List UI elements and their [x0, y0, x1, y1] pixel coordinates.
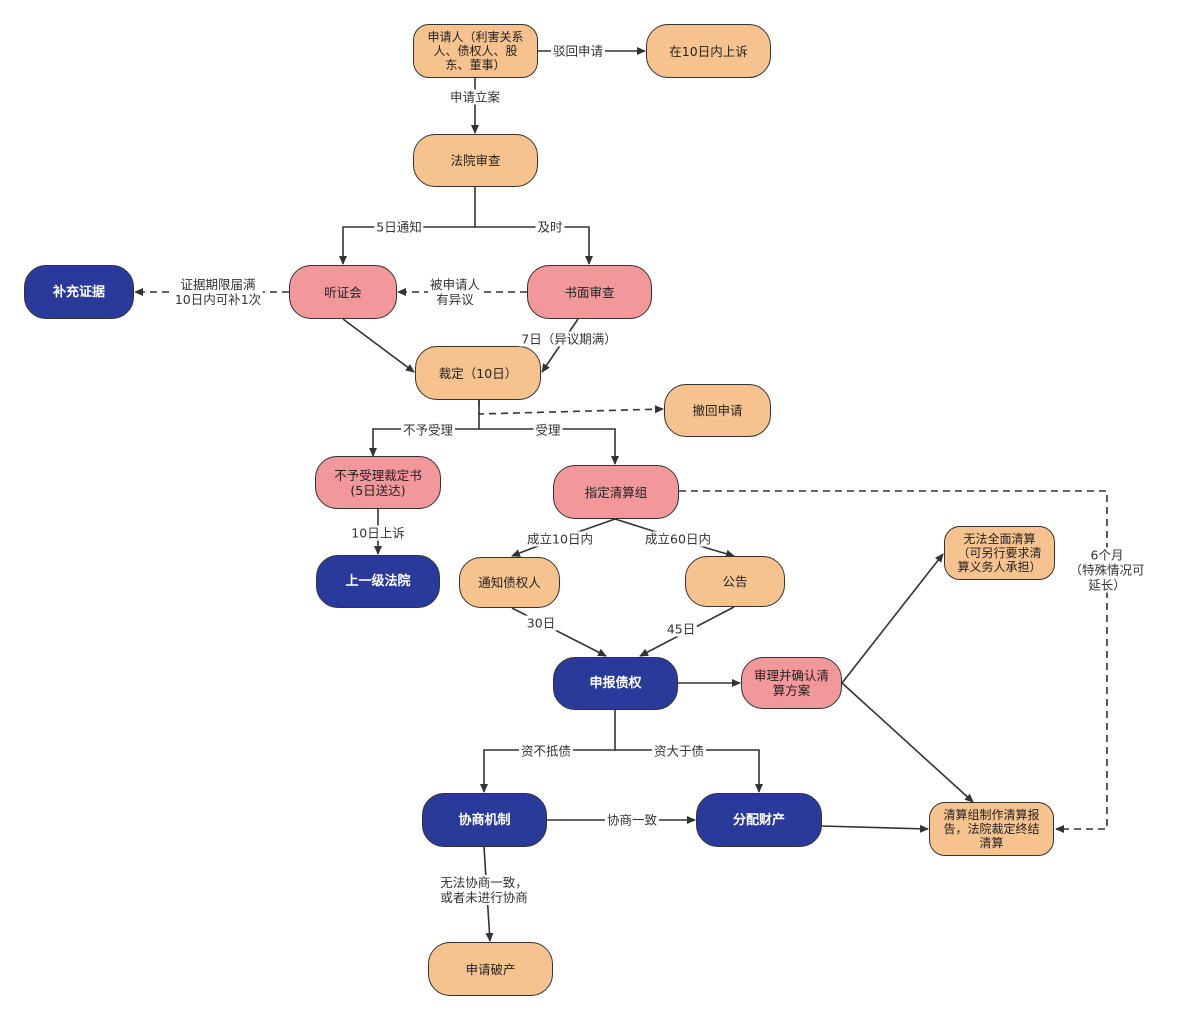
node-appeal-10-days: 在10日内上诉 — [646, 24, 771, 78]
label-within-60: 成立60日内 — [643, 531, 713, 547]
label-objection: 被申请人 有异议 — [427, 277, 483, 307]
label-not-accept: 不予受理 — [400, 422, 456, 438]
node-ruling: 裁定（10日） — [415, 346, 541, 400]
edge-distribute-final — [821, 824, 929, 833]
label-days-30: 30日 — [524, 615, 558, 631]
edge-review-cannot — [841, 553, 944, 684]
node-cannot-liquidate: 无法全面清算 （可另行要求清 算义务人承担） — [944, 526, 1055, 580]
node-declare-claims: 申报债权 — [553, 657, 678, 710]
node-supplement-evidence: 补充证据 — [24, 265, 134, 319]
node-review-plan: 审理并确认清 算方案 — [741, 657, 842, 709]
edge-within-10 — [511, 518, 616, 557]
label-days-45: 45日 — [664, 621, 698, 637]
label-evidence-deadline: 证据期限届满 10日内可补1次 — [172, 277, 264, 307]
node-higher-court: 上一级法院 — [316, 555, 440, 608]
label-solvent: 资大于债 — [651, 743, 707, 759]
node-withdraw: 撤回申请 — [664, 384, 771, 437]
node-final-report: 清算组制作清算报 告，法院裁定终结 清算 — [929, 802, 1054, 856]
label-seven-days: 7日（异议期满） — [519, 331, 619, 347]
label-no-agreement: 无法协商一致， 或者未进行协商 — [438, 875, 530, 905]
edge-timely — [475, 226, 593, 265]
node-written-review: 书面审查 — [527, 265, 652, 319]
node-notify-creditors: 通知债权人 — [459, 557, 560, 608]
label-accept: 受理 — [533, 422, 563, 438]
edge-withdraw — [478, 400, 664, 415]
label-reject-apply: 驳回申请 — [550, 43, 606, 59]
node-hearing: 听证会 — [289, 265, 397, 319]
label-apply-case: 申请立案 — [447, 89, 503, 105]
node-court-review: 法院审查 — [413, 134, 538, 187]
label-appeal-10: 10日上诉 — [349, 525, 407, 541]
label-within-10: 成立10日内 — [525, 531, 595, 547]
label-timely: 及时 — [535, 219, 565, 235]
label-six-months: 6个月 （特殊情况可延长） — [1065, 547, 1149, 593]
node-negotiation: 协商机制 — [422, 793, 547, 847]
edge-review-final — [841, 682, 974, 803]
edge-accept — [479, 428, 619, 465]
node-appoint-team: 指定清算组 — [553, 465, 679, 519]
label-insolvent: 资不抵债 — [518, 743, 574, 759]
node-bankruptcy: 申请破产 — [428, 942, 553, 996]
label-notify-5d: 5日通知 — [374, 219, 424, 235]
node-reject-ruling: 不予受理裁定书 (5日送达) — [315, 456, 441, 509]
node-announcement: 公告 — [685, 556, 785, 607]
label-agreed: 协商一致 — [604, 812, 660, 828]
edge-within-60 — [614, 518, 735, 558]
edge-hearing-ruling — [342, 318, 415, 373]
node-applicant: 申请人（利害关系 人、债权人、股 东、董事） — [413, 24, 538, 78]
node-distribute-property: 分配财产 — [696, 793, 822, 847]
